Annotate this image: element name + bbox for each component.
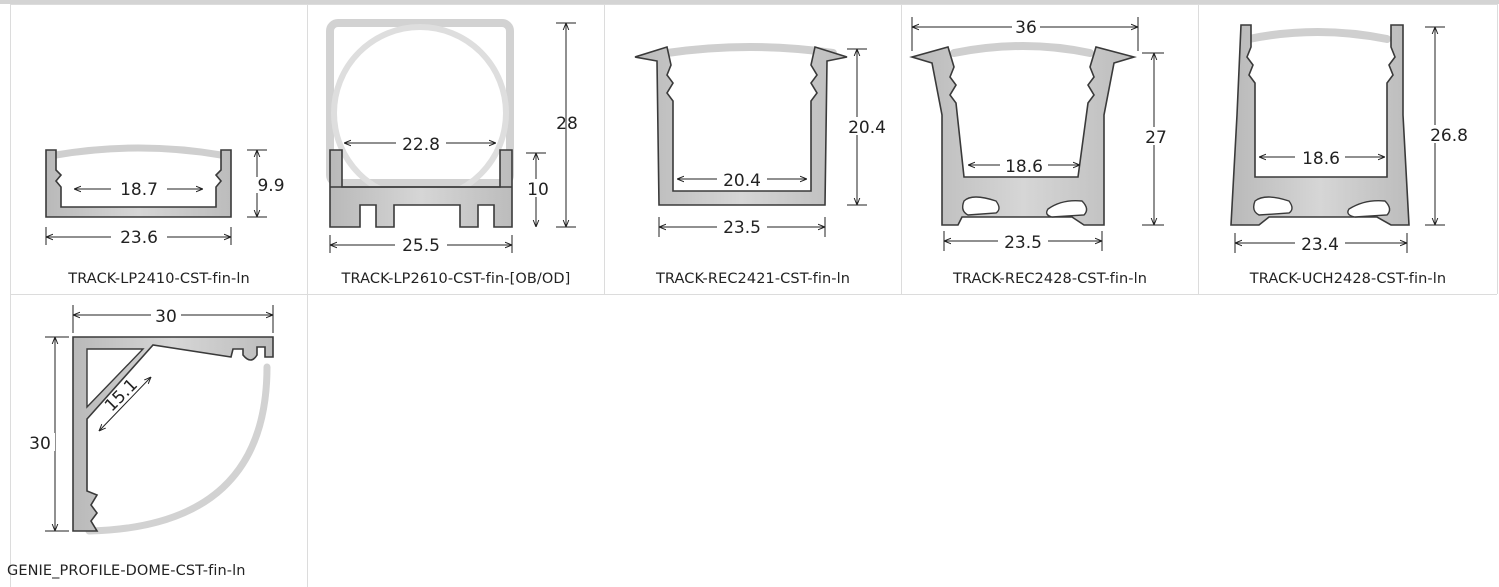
profile-drawing: 22.8 28 10 25.5 — [326, 19, 578, 256]
profile-card-rec2421[interactable]: 20.4 20.4 23.5 TRACK-REC2421-CST-fin-ln — [605, 5, 901, 294]
profile-card-lp2610[interactable]: 22.8 28 10 25.5 TRACK-LP2610-CST-fin-[OB… — [308, 5, 604, 294]
dim-outer-width: 25.5 — [402, 236, 440, 256]
grid-divider — [10, 294, 1497, 295]
dim-height: 9.9 — [257, 176, 284, 196]
dim-width: 30 — [155, 307, 177, 327]
profile-name: TRACK-LP2610-CST-fin-[OB/OD] — [341, 271, 571, 287]
dim-top-width: 36 — [1015, 18, 1037, 38]
profile-name: TRACK-REC2428-CST-fin-ln — [952, 271, 1148, 287]
dim-outer-width: 23.4 — [1301, 235, 1339, 255]
profile-drawing: 30 30 15.1 — [27, 305, 274, 535]
grid-divider — [1198, 4, 1199, 294]
profile-drawing: 20.4 20.4 23.5 — [634, 43, 887, 238]
profile-drawing: 26.8 18.6 23.4 — [1230, 24, 1471, 255]
profile-card-lp2410[interactable]: 18.7 9.9 23.6 TRACK-LP2410-CST-fin-ln — [11, 5, 307, 294]
dim-height: 30 — [29, 434, 51, 454]
grid-divider — [10, 4, 11, 587]
profile-card-rec2428[interactable]: 36 27 18.6 23.5 TRACK-REC2428-CST-fin-ln — [902, 5, 1198, 294]
top-border — [0, 0, 1499, 4]
profile-card-uch2428[interactable]: 26.8 18.6 23.4 TRACK-UCH2428-CST-fin-ln — [1199, 5, 1497, 294]
dim-inner-width: 20.4 — [723, 171, 761, 191]
dim-total-height: 28 — [556, 114, 578, 134]
dim-outer-width: 23.5 — [723, 218, 761, 238]
dim-inner-width: 18.6 — [1005, 157, 1043, 177]
dim-outer-width: 23.6 — [120, 228, 158, 248]
profile-drawing: 18.7 9.9 23.6 — [45, 144, 287, 248]
profile-name: GENIE_PROFILE-DOME-CST-fin-ln — [7, 563, 246, 579]
profile-name: TRACK-UCH2428-CST-fin-ln — [1249, 271, 1447, 287]
grid-divider — [1497, 4, 1498, 294]
dim-base-height: 10 — [527, 180, 549, 200]
dim-outer-width: 23.5 — [1004, 233, 1042, 253]
profile-name: TRACK-LP2410-CST-fin-ln — [68, 271, 250, 287]
dim-height: 26.8 — [1430, 126, 1468, 146]
dim-height: 27 — [1145, 128, 1167, 148]
grid-divider — [10, 4, 1497, 5]
grid-divider — [604, 4, 605, 294]
dim-inner-width: 18.6 — [1302, 149, 1340, 169]
profile-card-genie-dome[interactable]: 30 30 15.1 GENIE_PROFILE-DOME-CST-fin-ln — [7, 295, 307, 587]
dim-height: 20.4 — [848, 118, 886, 138]
grid-divider — [901, 4, 902, 294]
profile-name: TRACK-REC2421-CST-fin-ln — [655, 271, 851, 287]
dim-inner-width: 22.8 — [402, 135, 440, 155]
grid-divider — [307, 4, 308, 587]
dim-inner-width: 18.7 — [120, 180, 158, 200]
profile-drawing: 36 27 18.6 23.5 — [909, 17, 1170, 253]
